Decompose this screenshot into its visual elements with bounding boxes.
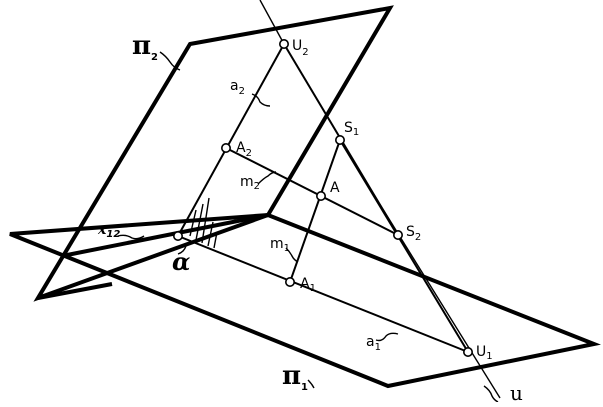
label-S2: S2 xyxy=(406,224,421,243)
point-U1 xyxy=(462,346,473,357)
label-A1: A1 xyxy=(300,276,316,294)
label-u: u xyxy=(510,381,523,402)
leader-u xyxy=(483,385,499,403)
line-a2 xyxy=(177,43,285,237)
leader-a1 xyxy=(375,332,399,342)
point-S1 xyxy=(334,135,345,146)
line-m2 xyxy=(225,147,399,236)
plane-pi2-tail xyxy=(37,282,113,300)
label-S1: S1 xyxy=(344,120,359,138)
line-s1-u1 xyxy=(339,139,469,353)
leader-x12 xyxy=(117,234,145,240)
leader-m1 xyxy=(285,247,299,263)
line-a1 xyxy=(177,235,469,353)
ground-line-x12 xyxy=(61,213,269,258)
label-U2: U2 xyxy=(292,38,309,58)
point-alpha xyxy=(173,231,184,242)
label-a2: a2 xyxy=(230,78,245,97)
point-S2 xyxy=(392,230,403,241)
plane-pi2-outline xyxy=(33,5,394,302)
line-m1 xyxy=(289,139,341,283)
point-A1 xyxy=(284,276,295,287)
point-U2 xyxy=(278,38,289,49)
label-A: A xyxy=(330,180,340,196)
leader-a2 xyxy=(251,93,271,107)
leader-alpha xyxy=(177,245,187,255)
plane-pi1-outline xyxy=(9,212,601,389)
line-u-upper xyxy=(259,0,285,45)
point-A xyxy=(315,191,326,202)
label-pi1: π1 xyxy=(282,361,308,393)
leader-pi2 xyxy=(159,51,181,71)
hatching xyxy=(189,197,218,249)
label-U1: U1 xyxy=(476,344,493,362)
label-pi2: π2 xyxy=(132,31,158,63)
label-m1: m1 xyxy=(270,236,290,254)
label-a1: a1 xyxy=(366,334,381,353)
label-alpha: α xyxy=(172,247,190,276)
point-A2 xyxy=(221,143,232,154)
leader-m2 xyxy=(257,171,277,185)
label-m2: m2 xyxy=(240,174,260,192)
label-x12: x12 xyxy=(97,222,120,240)
label-A2: A2 xyxy=(236,140,252,159)
leader-pi1 xyxy=(307,379,315,389)
